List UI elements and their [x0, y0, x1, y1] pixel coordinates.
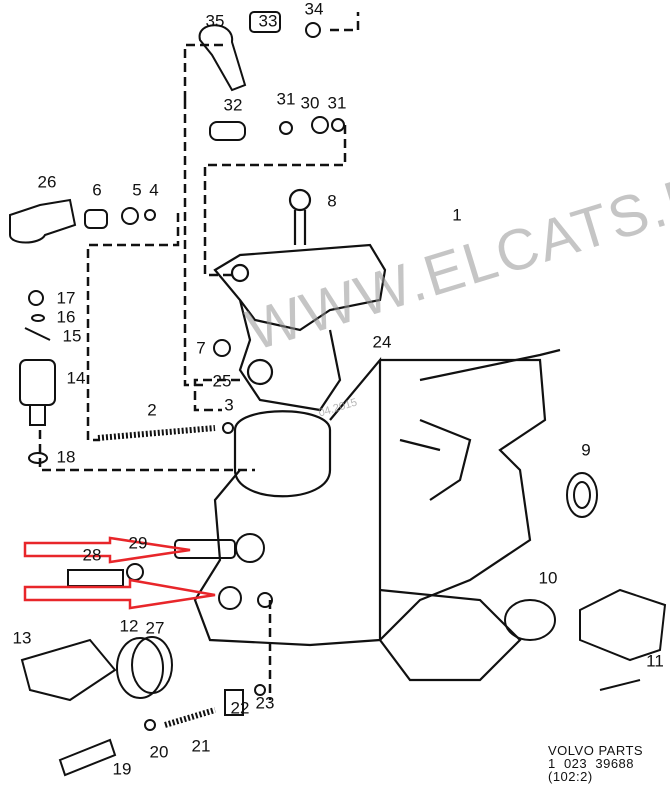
dashed-leaders [38, 12, 360, 700]
footer-line-1: VOLVO PARTS [548, 743, 644, 758]
callout-27: 27 [145, 618, 165, 638]
callout-28: 28 [82, 545, 102, 565]
callout-17: 17 [56, 288, 76, 308]
callout-18: 18 [56, 447, 76, 467]
red-arrows [23, 536, 216, 610]
callout-19: 19 [112, 759, 132, 779]
callout-9: 9 [581, 440, 591, 460]
callout-7: 7 [196, 338, 206, 358]
callout-33: 33 [258, 11, 278, 31]
callout-6: 6 [92, 180, 102, 200]
callout-4: 4 [149, 180, 159, 200]
callout-22: 22 [230, 698, 250, 718]
callout-23: 23 [255, 693, 275, 713]
footer-line-2: 1 023 39688 [548, 756, 635, 771]
red-arrow-upper [23, 536, 191, 564]
parts [9, 11, 667, 777]
red-arrow-lower [23, 578, 216, 610]
callout-15: 15 [62, 326, 82, 346]
callout-10: 10 [538, 568, 558, 588]
callout-1: 1 [452, 205, 462, 225]
callout-20: 20 [149, 742, 169, 762]
callout-32: 32 [223, 95, 243, 115]
callout-13: 13 [12, 628, 32, 648]
callout-34: 34 [304, 0, 324, 19]
callout-11: 11 [646, 651, 664, 671]
callout-5: 5 [132, 180, 142, 200]
callout-12: 12 [119, 616, 139, 636]
callout-14: 14 [66, 368, 86, 388]
callout-31: 31 [276, 89, 296, 109]
callout-29: 29 [128, 533, 148, 553]
callout-25: 25 [212, 371, 232, 391]
callout-2: 2 [147, 400, 157, 420]
callout-8: 8 [327, 191, 337, 211]
callout-30: 30 [300, 93, 320, 113]
footer-line-3: (102:2) [548, 769, 593, 784]
callout-21: 21 [191, 736, 211, 756]
callout-35: 35 [205, 11, 225, 31]
callout-24: 24 [372, 332, 392, 352]
callout-3: 3 [224, 395, 234, 415]
parts-reference: VOLVO PARTS 1 023 39688 (102:2) [548, 744, 643, 783]
callout-31b: 31 [327, 93, 347, 113]
pump-body [193, 188, 561, 682]
callout-26: 26 [37, 172, 57, 192]
callout-16: 16 [56, 307, 76, 327]
